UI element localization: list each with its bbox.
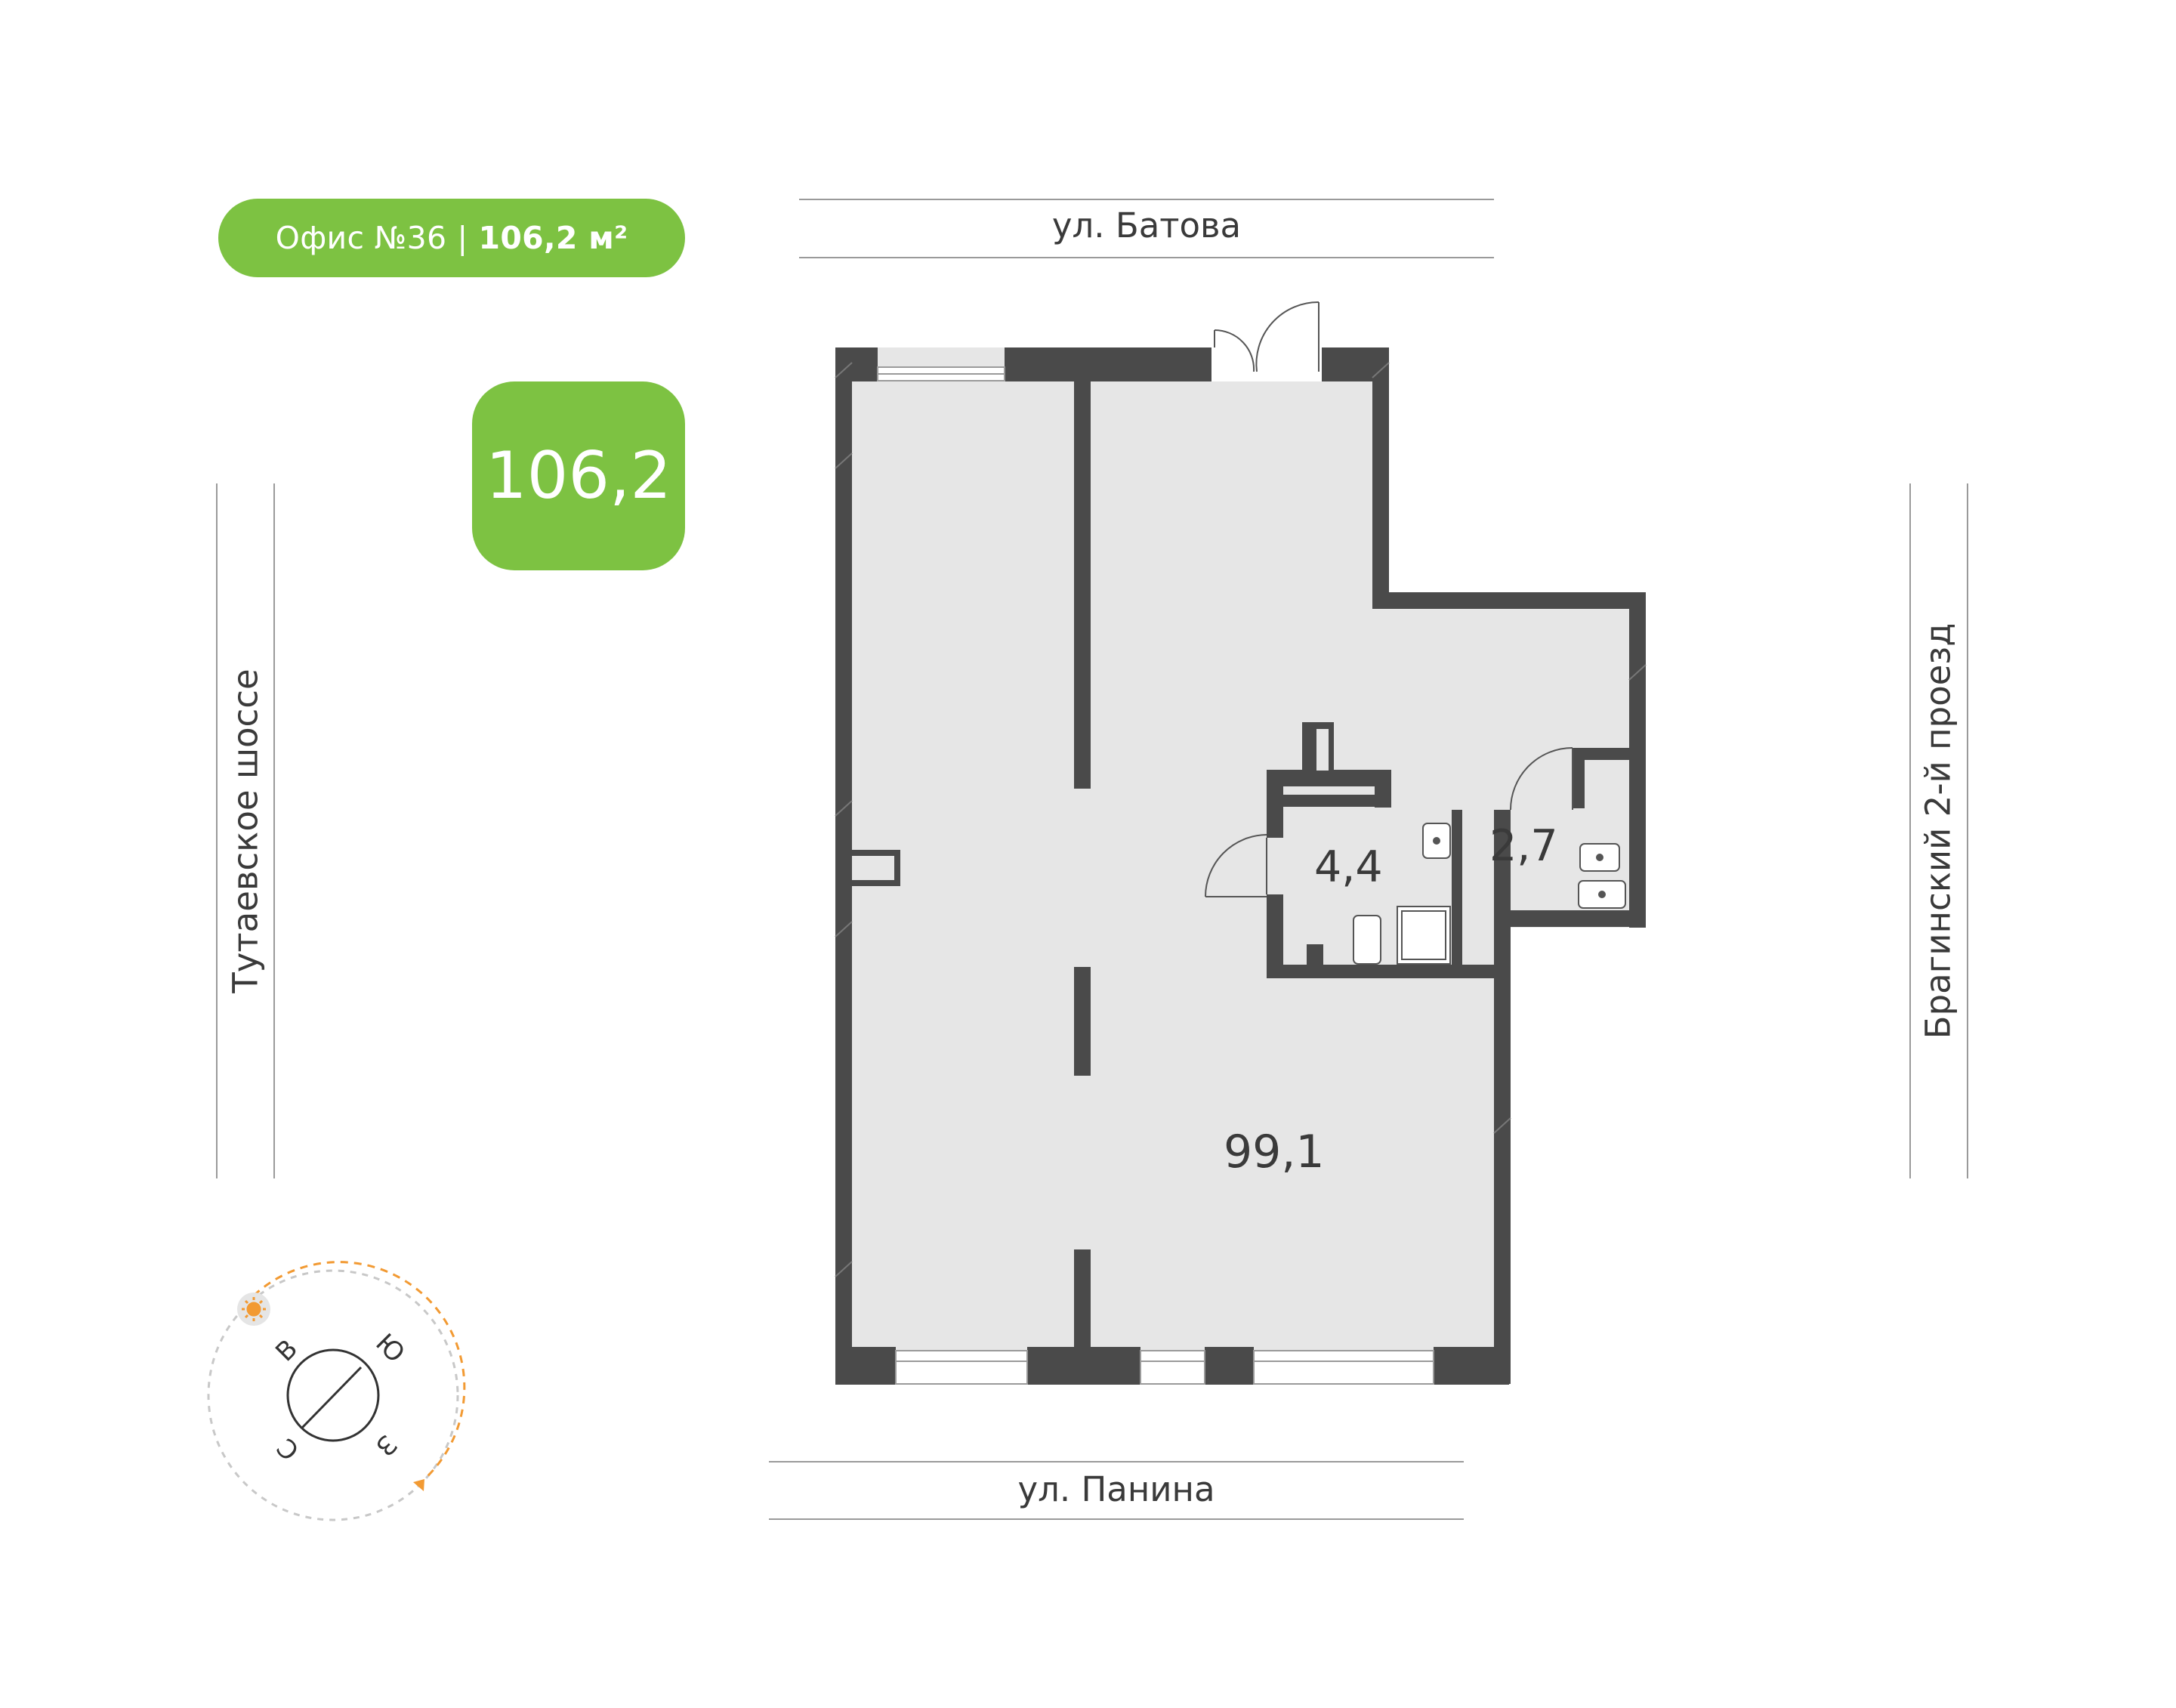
window-top [877,366,1005,381]
room-main-area: 99,1 [1224,1126,1325,1178]
street-right-line-2 [1967,483,1968,1178]
street-right-line-1 [1909,483,1911,1178]
street-bottom-line-2 [769,1518,1464,1520]
wall-hatching [835,362,1647,1277]
office-title: Офис №36 [275,220,447,256]
total-area-value: 106,2 [485,438,672,514]
street-top-line-2 [799,257,1494,258]
total-area-badge: 106,2 [472,381,685,570]
room-bathroom-1-area: 4,4 [1314,842,1383,892]
office-title-badge: Офис №36 | 106,2 м² [218,199,685,277]
entrance-door [1211,301,1322,381]
street-left-line-2 [273,483,275,1178]
bathroom-1-fixtures [1353,823,1451,965]
street-left-line-1 [216,483,218,1178]
sun-icon [242,1297,266,1321]
windows-bottom [895,1350,1434,1385]
walls [835,347,1646,1385]
bathroom-1-door [1205,834,1267,897]
room-bathroom-2-area: 2,7 [1489,821,1558,871]
compass [207,1261,466,1521]
bathroom-2-fixtures [1578,843,1626,909]
title-separator: | [457,220,468,256]
office-area-label: 106,2 м² [478,220,628,256]
street-bottom-label: ул. Панина [1017,1469,1215,1509]
street-bottom-line-1 [769,1461,1464,1462]
street-top-label: ул. Батова [1051,205,1242,246]
street-top-line-1 [799,199,1494,200]
bathroom-2-door [1510,747,1573,811]
